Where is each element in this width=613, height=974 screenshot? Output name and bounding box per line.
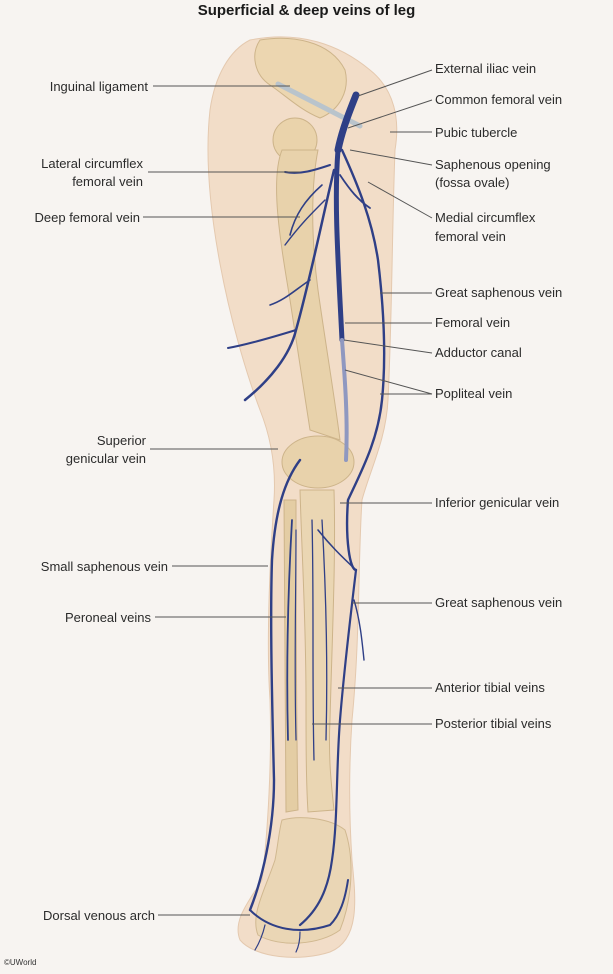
label-lateral-circumflex-line2: femoral vein xyxy=(72,174,143,189)
label-medial-circumflex-line1: Medial circumflex xyxy=(435,210,536,225)
label-superior-genicular-line1: Superior xyxy=(96,433,146,448)
label-deep-femoral-vein: Deep femoral vein xyxy=(34,210,141,225)
label-medial-circumflex-line2: femoral vein xyxy=(435,229,506,244)
lateral-circumflex-branch-2 xyxy=(284,199,326,246)
great-saphenous-vein xyxy=(340,148,386,572)
great-saphenous-tributary xyxy=(317,529,357,571)
label-small-saphenous-vein: Small saphenous vein xyxy=(40,559,168,574)
knee-joint xyxy=(281,435,355,489)
deep-femoral-branch-2 xyxy=(269,279,311,306)
peroneal-veins xyxy=(286,519,293,741)
label-saphenous-opening-line2: (fossa ovale) xyxy=(435,175,510,190)
foot xyxy=(255,817,352,944)
dorsal-venous-branch xyxy=(254,924,266,951)
external-iliac-vein xyxy=(334,91,360,154)
label-great-saphenous-vein-lower: Great saphenous vein xyxy=(435,595,563,610)
medial-circumflex-vein xyxy=(339,174,371,209)
label-popliteal-vein: Popliteal vein xyxy=(435,386,513,401)
anterior-tibial-veins xyxy=(321,519,328,741)
lateral-circumflex-vein xyxy=(284,164,331,174)
label-posterior-tibial-veins: Posterior tibial veins xyxy=(435,716,552,731)
popliteal-vein xyxy=(340,338,349,462)
label-saphenous-opening-line1: Saphenous opening xyxy=(435,157,551,172)
deep-femoral-branch xyxy=(227,329,297,349)
label-common-femoral-vein: Common femoral vein xyxy=(435,92,563,107)
posterior-tibial-veins xyxy=(311,519,315,761)
diagram-title: Superficial & deep veins of leg xyxy=(197,2,416,19)
label-inguinal-ligament: Inguinal ligament xyxy=(49,79,148,94)
label-lateral-circumflex-line1: Lateral circumflex xyxy=(41,156,143,171)
label-pubic-tubercle: Pubic tubercle xyxy=(435,125,518,140)
great-saphenous-vein-lower xyxy=(298,568,358,927)
label-external-iliac-vein: External iliac vein xyxy=(435,61,537,76)
deep-femoral-vein xyxy=(243,168,336,402)
label-superior-genicular-line2: genicular vein xyxy=(65,451,146,466)
femur-bone xyxy=(276,149,341,441)
leader-lines xyxy=(143,69,433,916)
label-great-saphenous-vein-upper: Great saphenous vein xyxy=(435,285,563,300)
dorsal-venous-branch-2 xyxy=(295,931,301,953)
peroneal-veins-2 xyxy=(294,529,297,741)
veins xyxy=(227,91,386,953)
label-dorsal-venous-arch: Dorsal venous arch xyxy=(43,908,155,923)
label-adductor-canal: Adductor canal xyxy=(435,345,522,360)
small-saphenous-vein xyxy=(248,458,302,912)
great-saphenous-tributary-2 xyxy=(353,599,365,661)
label-peroneal-veins: Peroneal veins xyxy=(65,610,151,625)
label-femoral-vein: Femoral vein xyxy=(435,315,511,330)
credit-text: ©UWorld xyxy=(4,958,37,967)
dorsal-venous-arch xyxy=(249,879,349,931)
label-inferior-genicular-vein: Inferior genicular vein xyxy=(435,495,560,510)
femoral-vein xyxy=(333,147,345,343)
lateral-circumflex-branch xyxy=(289,184,323,236)
pelvis-bone xyxy=(254,37,347,119)
label-anterior-tibial-veins: Anterior tibial veins xyxy=(435,680,545,695)
